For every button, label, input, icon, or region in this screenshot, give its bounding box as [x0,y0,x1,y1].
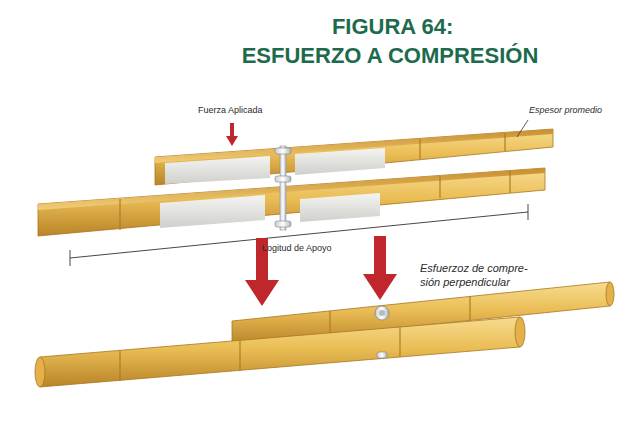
round-culm [40,317,520,387]
figure-title: FIGURA 64: ESFUERZO A COMPRESIÓN [236,12,544,70]
culm-end [606,282,614,306]
bolt-head [379,310,385,316]
thickness-label-box: Espesor promedio [529,105,602,116]
mortar-fill [295,148,385,175]
length-label-box: Logitud de Apoyo [262,243,332,254]
culm-node [119,351,120,381]
mortar-fill [165,156,270,184]
dimension-tick [70,250,71,266]
stress-label: Esfuerzoz de compre- sión perpendicular [420,262,542,290]
split-culm [38,168,545,236]
culm-node [439,176,440,198]
culm-end [35,357,45,387]
culm-inner-face [38,168,545,210]
culm-end [515,317,525,347]
culm-node [509,171,510,193]
load-arrow [245,280,279,306]
dimension-line [70,212,528,258]
bolt-nut [377,352,387,358]
culm-node [399,327,400,357]
mortar-fill [160,195,265,228]
mortar-fill [300,193,380,222]
force-label: Fuerza Aplicada [198,105,263,116]
force-arrow [226,136,238,146]
dimension-tick [528,204,529,220]
stress-label-box: Esfuerzoz de compre- sión perpendicular [420,262,542,290]
leader-line [517,120,528,137]
force-arrow [230,123,234,137]
load-arrow [363,274,397,300]
bolt-rod [280,146,286,230]
bolt-head [375,306,389,320]
bolt-nut [275,221,291,227]
culm-node [419,139,420,159]
length-label: Logitud de Apoyo [262,243,332,254]
culm-node [329,311,330,335]
bolt-nut [275,148,291,154]
culm-node [119,199,120,230]
load-arrow [374,236,386,276]
culm-node [469,296,470,320]
force-label-box: Fuerza Aplicada [198,105,263,116]
culm-node [239,341,240,371]
thickness-label: Espesor promedio [529,105,602,116]
culm-node [504,133,505,151]
split-culm [155,129,553,185]
bolt-nut [275,176,291,182]
